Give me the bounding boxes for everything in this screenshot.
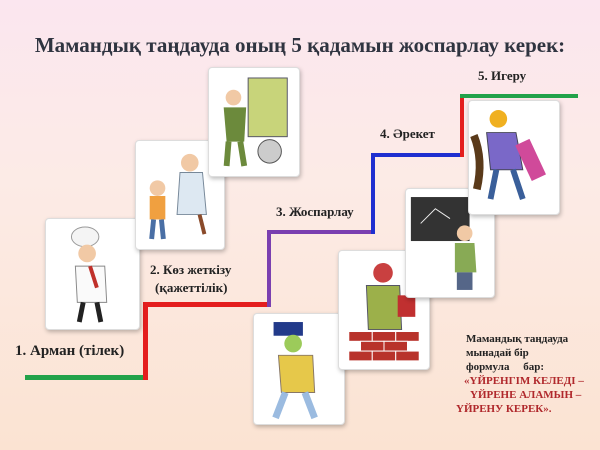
mechanic-picture xyxy=(208,67,300,177)
step-riser-4 xyxy=(371,153,375,234)
step-line-4 xyxy=(371,153,464,157)
step-line-2 xyxy=(143,302,270,307)
step-5-label: 5. Игеру xyxy=(478,68,527,83)
formula-quote-3: ҮЙРЕНУ КЕРЕК». xyxy=(456,403,552,415)
step-riser-5 xyxy=(460,94,464,157)
cameraman-picture xyxy=(253,313,345,425)
builder-picture xyxy=(338,250,430,370)
step-2-label: 2. Көз жеткізу xyxy=(150,262,232,277)
step-line-5 xyxy=(460,94,578,98)
step-line-3 xyxy=(267,230,374,234)
step-riser-2 xyxy=(143,302,148,380)
step-4-label: 4. Әрекет xyxy=(380,126,435,141)
formula-quote-2: ҮЙРЕНЕ АЛАМЫН – xyxy=(470,389,582,401)
step-line-1 xyxy=(25,375,147,380)
formula-line-3: формула бар: xyxy=(466,361,544,373)
formula-line-1: Мамандық таңдауда xyxy=(466,333,569,345)
chef-picture xyxy=(45,218,140,330)
step-2-sublabel: (қажеттілік) xyxy=(155,280,228,295)
step-3-label: 3. Жоспарлау xyxy=(276,204,354,219)
step-riser-3 xyxy=(267,230,271,307)
formula-quote-1: «ҮЙРЕНГІМ КЕЛЕДІ – xyxy=(464,375,584,387)
formula-text: Мамандық таңдауда мынадай бір формула ба… xyxy=(456,332,584,416)
miner-picture xyxy=(468,100,560,215)
slide-title: Мамандық таңдауда оның 5 қадамын жоспарл… xyxy=(34,33,566,57)
step-1-label: 1. Арман (тілек) xyxy=(15,343,125,359)
formula-line-2: мынадай бір xyxy=(466,347,529,359)
